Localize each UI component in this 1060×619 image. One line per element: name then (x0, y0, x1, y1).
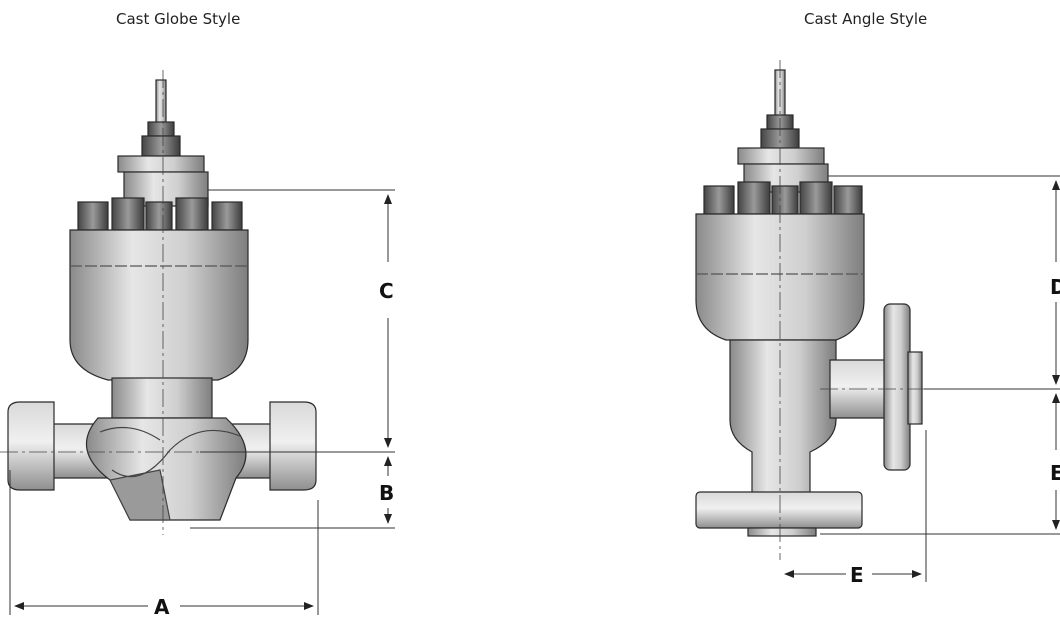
globe-valve (7, 79, 317, 521)
globe-bonnet-bolts (77, 197, 243, 231)
globe-bonnet-cap (117, 155, 205, 173)
dim-c-label: C (379, 279, 394, 303)
angle-style-title: Cast Angle Style (804, 10, 928, 28)
globe-dimension-lines (9, 189, 395, 615)
angle-valve (695, 69, 923, 537)
angle-bonnet-bolts (703, 181, 863, 215)
dim-a-label: A (154, 595, 170, 619)
globe-bonnet (69, 229, 249, 381)
angle-lower-body (729, 339, 837, 495)
globe-stem-nut (147, 121, 175, 137)
angle-bonnet-cap (737, 147, 825, 165)
dim-b-label: B (379, 481, 394, 505)
angle-dimension-lines (784, 175, 1060, 582)
dim-d-label: D (1050, 275, 1060, 299)
globe-neck (111, 377, 213, 419)
angle-side-flange (883, 303, 911, 471)
globe-stem (155, 79, 167, 129)
dim-e-vertical-label: E (1050, 461, 1060, 485)
angle-centerlines (779, 60, 940, 560)
angle-bottom-flange (695, 491, 863, 529)
dim-e-horizontal-label: E (850, 563, 864, 587)
globe-style-title: Cast Globe Style (116, 10, 241, 28)
